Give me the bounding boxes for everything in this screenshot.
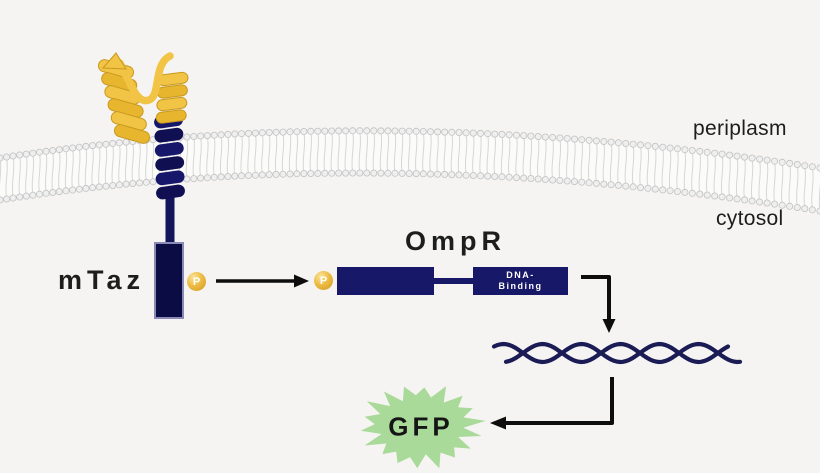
arrow-ompr-to-dna-icon [581, 275, 616, 333]
gfp-label: GFP [388, 411, 454, 442]
periplasm-label: periplasm [693, 117, 787, 140]
ompr-domain-linker [434, 278, 473, 284]
arrow-phosphotransfer-icon [216, 274, 309, 288]
dna-binding-domain-label-line1: DNA- [506, 270, 535, 280]
ompr-label: OmpR [405, 226, 506, 256]
cytosol-label: cytosol [716, 207, 784, 230]
arrow-dna-to-gfp-icon [490, 377, 614, 430]
mtaz-receptor-illustration [97, 52, 189, 244]
ompr-receiver-domain-box [337, 267, 434, 295]
mtaz-label: mTaz [58, 265, 146, 295]
dna-binding-domain-box: DNA- Binding [473, 267, 568, 295]
dna-binding-domain-label-line2: Binding [498, 281, 543, 291]
gfp-starburst-icon [360, 386, 486, 469]
phosphate-icon: P [314, 271, 333, 290]
mtaz-cytoplasmic-domain-box [154, 242, 184, 319]
phosphate-icon: P [187, 272, 206, 291]
dna-helix-icon [491, 341, 743, 365]
membrane-illustration [0, 127, 820, 215]
